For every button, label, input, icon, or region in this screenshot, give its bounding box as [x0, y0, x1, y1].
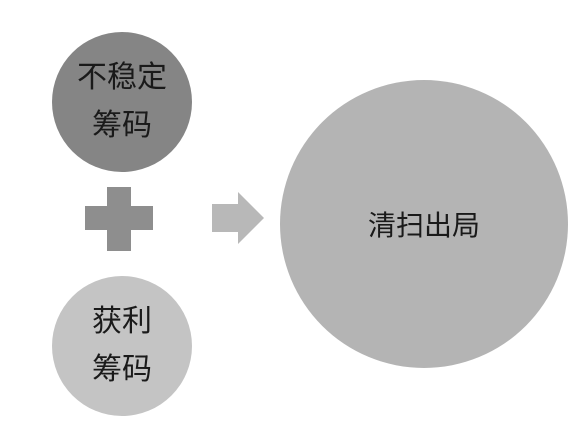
unstable-chips-node: 不稳定 筹码 — [52, 32, 192, 172]
plus-icon — [85, 187, 153, 251]
right-arrow-shape — [212, 192, 264, 244]
unstable-chips-label-line2: 筹码 — [92, 108, 152, 143]
plus-vertical-bar — [107, 187, 131, 251]
cleared-out-label: 清扫出局 — [367, 209, 480, 242]
profit-chips-label-line2: 筹码 — [92, 352, 152, 387]
unstable-chips-label-line1: 不稳定 — [77, 60, 167, 95]
profit-chips-label-line1: 获利 — [92, 304, 152, 339]
right-arrow-icon — [212, 192, 264, 244]
cleared-out-node: 清扫出局 — [280, 80, 568, 368]
profit-chips-node: 获利 筹码 — [52, 276, 192, 416]
